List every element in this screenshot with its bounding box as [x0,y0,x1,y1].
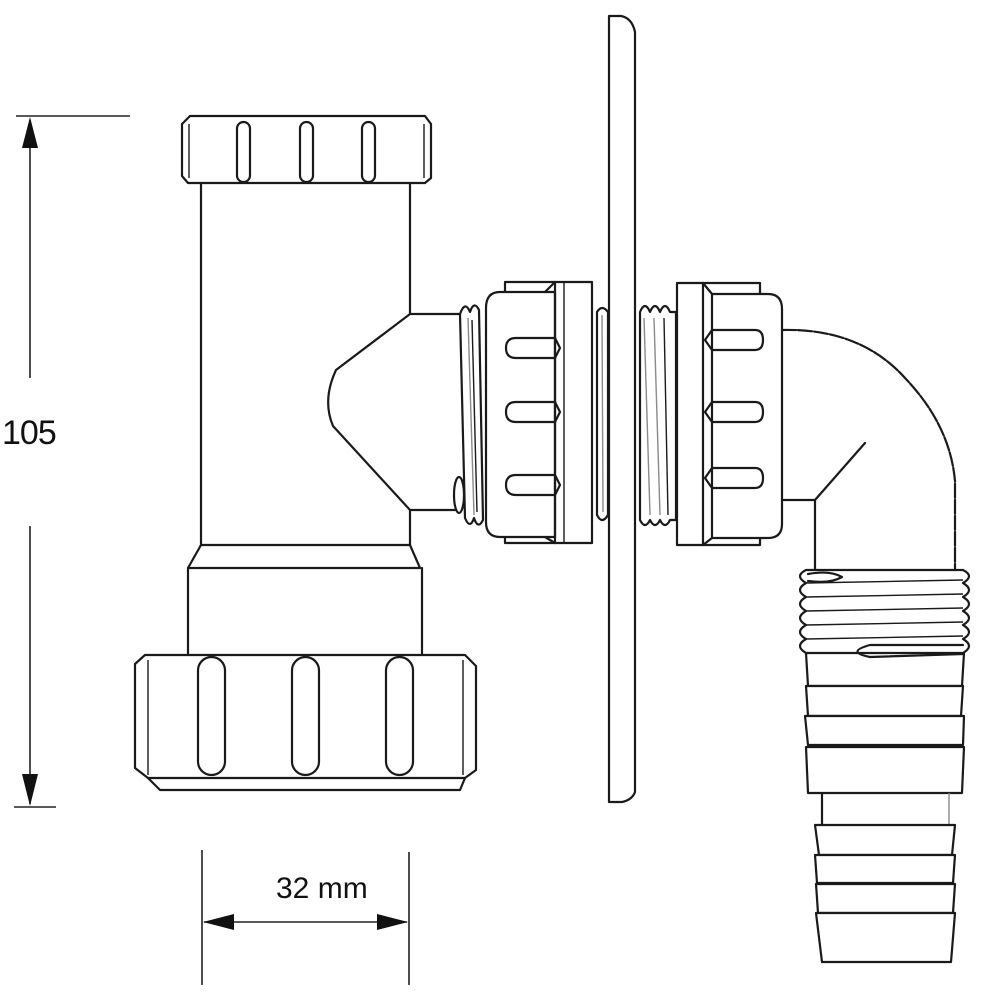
grip-slot-icon [384,655,415,777]
grip-slot-icon [504,473,562,497]
arrow-down-icon [22,774,38,806]
grip-slot-icon [196,655,227,777]
grip-slot-icon [703,400,765,424]
left-flange-nut [484,280,610,545]
grip-slot-icon [703,466,765,490]
arrow-left-icon [203,914,234,930]
elbow [780,328,957,574]
grip-slot-icon [504,336,562,360]
arrow-up-icon [22,117,38,148]
threaded-spigot [798,568,971,964]
grip-slot-icon [235,120,252,184]
arrow-right-icon [377,914,408,930]
grip-slot-icon [504,400,562,424]
top-nut [180,114,433,185]
grip-slot-icon [703,328,765,352]
height-dimension [14,115,130,808]
grip-slot-icon [290,655,321,777]
side-branch [327,304,485,526]
right-flange-nut [638,281,784,547]
bottom-nut [133,653,478,792]
grip-slot-icon [298,120,315,184]
grip-slot-icon [360,120,377,184]
main-body [186,180,424,657]
height-dimension-label: 105 [2,414,57,452]
width-dimension [201,850,410,985]
width-dimension-label: 32 mm [276,872,368,905]
wall-plate [607,14,637,804]
